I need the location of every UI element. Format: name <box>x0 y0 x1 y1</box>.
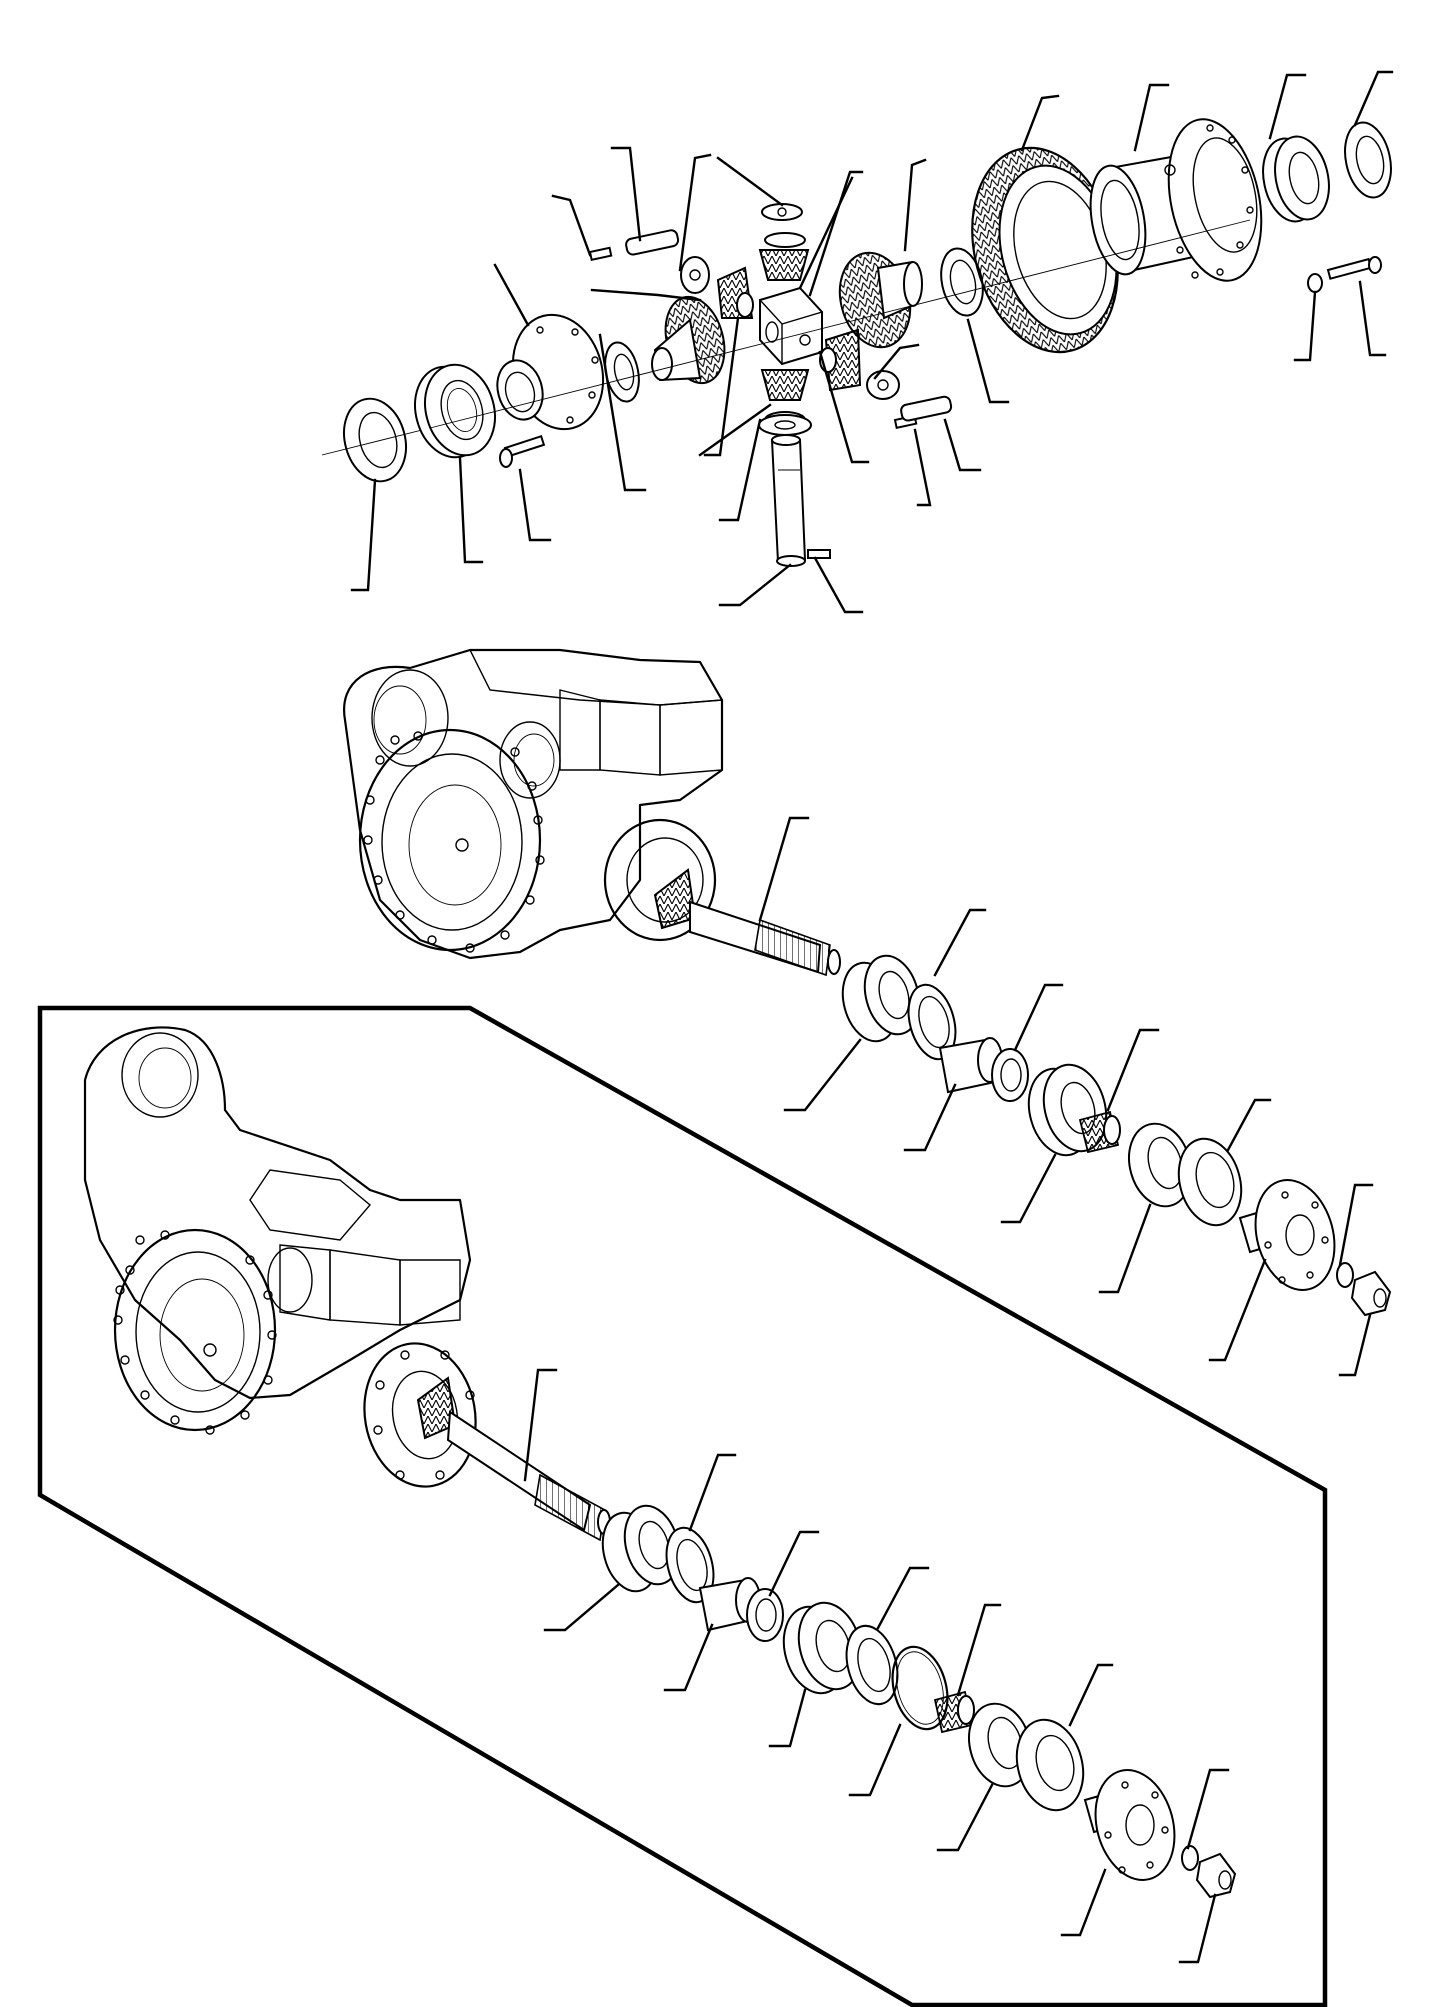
planet-pinion-top <box>758 203 810 281</box>
shaft-pin-short <box>625 229 680 256</box>
shim-upper <box>991 1048 1029 1102</box>
flange-nut-lower <box>1195 1852 1237 1899</box>
drive-flange-lower <box>1083 1769 1176 1881</box>
bearing-nut-lower <box>933 1690 975 1734</box>
pinion-shaft-lower <box>416 1376 611 1542</box>
spider-washer-bottom <box>758 414 812 436</box>
differential-cover-flange <box>496 313 605 431</box>
seal-ring-upper <box>1177 1137 1243 1227</box>
shim-washer-right <box>1344 121 1392 199</box>
pinion-bearing-outer-upper <box>841 954 921 1043</box>
axle-housing-lower <box>83 1026 477 1488</box>
differential-assembly <box>321 70 1394 614</box>
roll-pin-small <box>588 246 613 262</box>
taper-roller-bearing-right <box>1262 135 1330 223</box>
planet-washer-right <box>866 370 900 400</box>
shaft-pin-right <box>900 395 953 422</box>
planet-pinion-left <box>716 266 754 319</box>
side-gear-left <box>651 295 726 385</box>
leader-lines-differential <box>350 70 1394 614</box>
bearing-cup-lower <box>665 1526 715 1604</box>
drive-flange-upper <box>1238 1179 1336 1291</box>
bearing-nut-upper <box>1078 1110 1121 1154</box>
pinion-shaft-upper <box>653 868 841 977</box>
taper-roller-bearing-left <box>414 363 496 459</box>
shim-lower <box>746 1588 784 1642</box>
seal-ring-lower <box>1015 1718 1085 1812</box>
pinion-bearing-outer-lower <box>601 1504 681 1593</box>
leader-lines-axle-upper <box>758 816 1374 1377</box>
spider-shaft-long <box>770 434 807 567</box>
snap-ring-lower <box>891 1645 949 1731</box>
lock-washer-right <box>1307 273 1323 293</box>
shim-washer-left <box>321 397 431 483</box>
spider-shaft-pin <box>807 549 831 559</box>
bolt-right <box>1326 256 1382 280</box>
washer-lower <box>1181 1845 1199 1871</box>
planet-washer-left <box>680 256 710 294</box>
crown-wheel <box>971 146 1119 354</box>
spider-cross <box>758 286 824 366</box>
leader-lines-axle-lower <box>523 1368 1230 1964</box>
bolt-left <box>499 434 546 468</box>
side-gear-right <box>838 251 923 349</box>
differential-case <box>1089 118 1263 282</box>
planet-pinion-right <box>819 328 862 392</box>
flange-nut-upper <box>1350 1270 1392 1317</box>
washer-upper <box>1336 1262 1354 1288</box>
bearing-cup-inner-lower <box>845 1624 899 1706</box>
axle-housing-upper <box>342 648 724 960</box>
inset-frame <box>37 1005 1328 2007</box>
